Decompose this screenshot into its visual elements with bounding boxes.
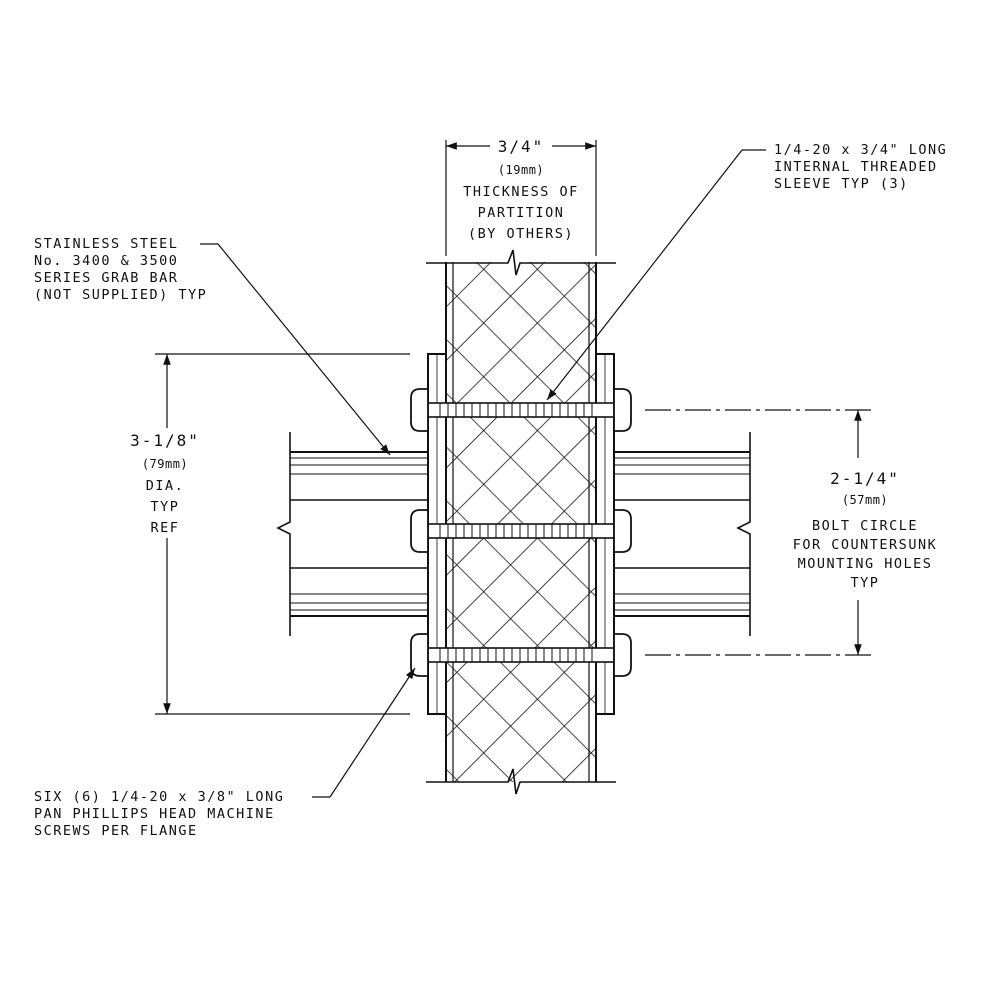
screw-leader-arrow	[329, 667, 416, 798]
grab-bar-leader-arrow	[217, 243, 391, 456]
partition-thickness-dimension	[445, 140, 597, 256]
partition-dimension-metric: (19mm)	[498, 163, 544, 177]
grab-bar-note: STAINLESS STEEL No. 3400 & 3500 SERIES G…	[34, 236, 207, 303]
diameter-metric: (79mm)	[142, 457, 188, 471]
partition-label-line3: (BY OTHERS)	[468, 226, 574, 242]
grab-bar-note-line2: No. 3400 & 3500	[34, 253, 178, 269]
partition-panel	[426, 249, 616, 795]
screw-head-right-top	[613, 388, 632, 432]
threaded-sleeve-middle	[427, 523, 615, 539]
screw-head-left-bottom	[410, 633, 429, 677]
grab-bar-note-line4: (NOT SUPPLIED) TYP	[34, 287, 207, 303]
sleeve-note: 1/4-20 x 3/4" LONG INTERNAL THREADED SLE…	[774, 142, 947, 192]
screw-head-right-middle	[613, 509, 632, 553]
diameter-dimension	[155, 353, 410, 715]
screw-head-left-middle	[410, 509, 429, 553]
diameter-label: 3-1/8" (79mm) DIA. TYP REF	[116, 428, 218, 538]
bolt-circle-line2: FOR COUNTERSUNK	[793, 537, 937, 553]
screw-note-line2: PAN PHILLIPS HEAD MACHINE	[34, 806, 275, 822]
left-grab-bar	[276, 432, 430, 636]
screw-note: SIX (6) 1/4-20 x 3/8" LONG PAN PHILLIPS …	[34, 789, 284, 839]
screw-note-line1: SIX (6) 1/4-20 x 3/8" LONG	[34, 789, 284, 805]
bolt-circle-value: 2-1/4"	[830, 469, 900, 488]
diameter-line2: TYP	[151, 499, 180, 515]
sleeve-note-line1: 1/4-20 x 3/4" LONG	[774, 142, 947, 158]
threaded-sleeve-top	[427, 402, 615, 418]
right-grab-bar	[610, 432, 751, 636]
partition-label-line2: PARTITION	[478, 205, 565, 221]
diameter-line3: REF	[151, 520, 180, 536]
screw-head-right-bottom	[613, 633, 632, 677]
bolt-circle-line4: TYP	[851, 575, 880, 591]
threaded-sleeve-bottom	[427, 647, 615, 663]
bolt-circle-label: 2-1/4" (57mm) BOLT CIRCLE FOR COUNTERSUN…	[786, 458, 944, 600]
screw-note-line3: SCREWS PER FLANGE	[34, 823, 198, 839]
screw-head-left-top	[410, 388, 429, 432]
screw-heads	[410, 388, 632, 677]
bolt-circle-line3: MOUNTING HOLES	[798, 556, 933, 572]
sleeve-note-line3: SLEEVE TYP (3)	[774, 176, 909, 192]
diameter-line1: DIA.	[146, 478, 185, 494]
partition-label-line1: THICKNESS OF	[463, 184, 579, 200]
grab-bar-note-line3: SERIES GRAB BAR	[34, 270, 178, 286]
partition-dimension-value: 3/4"	[498, 137, 545, 156]
bolt-circle-metric: (57mm)	[842, 493, 888, 507]
grab-bar-note-line1: STAINLESS STEEL	[34, 236, 178, 252]
sleeve-leader-arrow	[546, 149, 743, 401]
sleeve-note-line2: INTERNAL THREADED	[774, 159, 938, 175]
bolt-circle-line1: BOLT CIRCLE	[812, 518, 918, 534]
partition-thickness-label: 3/4" (19mm) THICKNESS OF PARTITION (BY O…	[463, 137, 579, 242]
diameter-value: 3-1/8"	[130, 431, 200, 450]
bolt-circle-dimension	[645, 409, 875, 656]
